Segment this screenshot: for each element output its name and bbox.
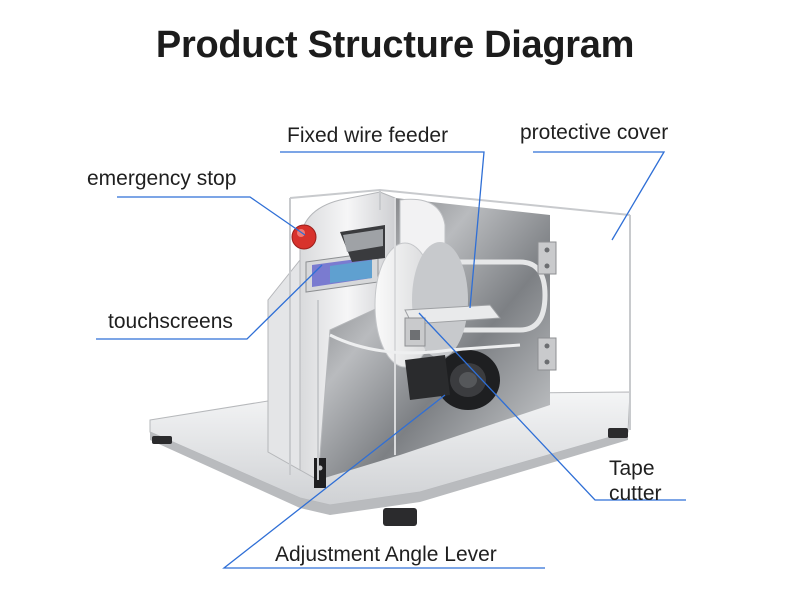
callout-line-emergency-stop — [117, 196, 306, 236]
callout-line-protective-cover — [533, 151, 666, 241]
tape-roll — [405, 350, 500, 410]
wire-feeder-plate — [404, 304, 501, 347]
label-touchscreens: touchscreens — [108, 310, 233, 333]
callout-line-tape-cutter — [418, 312, 686, 501]
label-tape-cutter-line1: Tape — [609, 457, 655, 480]
callout-line-touchscreens — [96, 264, 323, 340]
callout-line-adjustment-lever — [222, 394, 545, 569]
protective-cover — [289, 188, 631, 480]
callout-line-fixed-wire-feeder — [280, 151, 485, 309]
tape-wheel — [374, 198, 468, 368]
label-emergency-stop: emergency stop — [87, 167, 237, 190]
adjustment-lever — [314, 458, 326, 488]
label-adjustment-angle-lever: Adjustment Angle Lever — [275, 543, 497, 566]
label-protective-cover: protective cover — [520, 121, 669, 144]
touchscreen-panel — [305, 251, 379, 293]
label-tape-cutter-line2: cutter — [609, 482, 662, 505]
callout-lines — [96, 151, 686, 569]
page-title: Product Structure Diagram — [155, 24, 635, 66]
label-tape-cutter: Tape cutter — [609, 456, 662, 506]
machine-body — [267, 191, 396, 481]
emergency-stop-button — [291, 224, 317, 250]
label-fixed-wire-feeder: Fixed wire feeder — [287, 124, 449, 147]
